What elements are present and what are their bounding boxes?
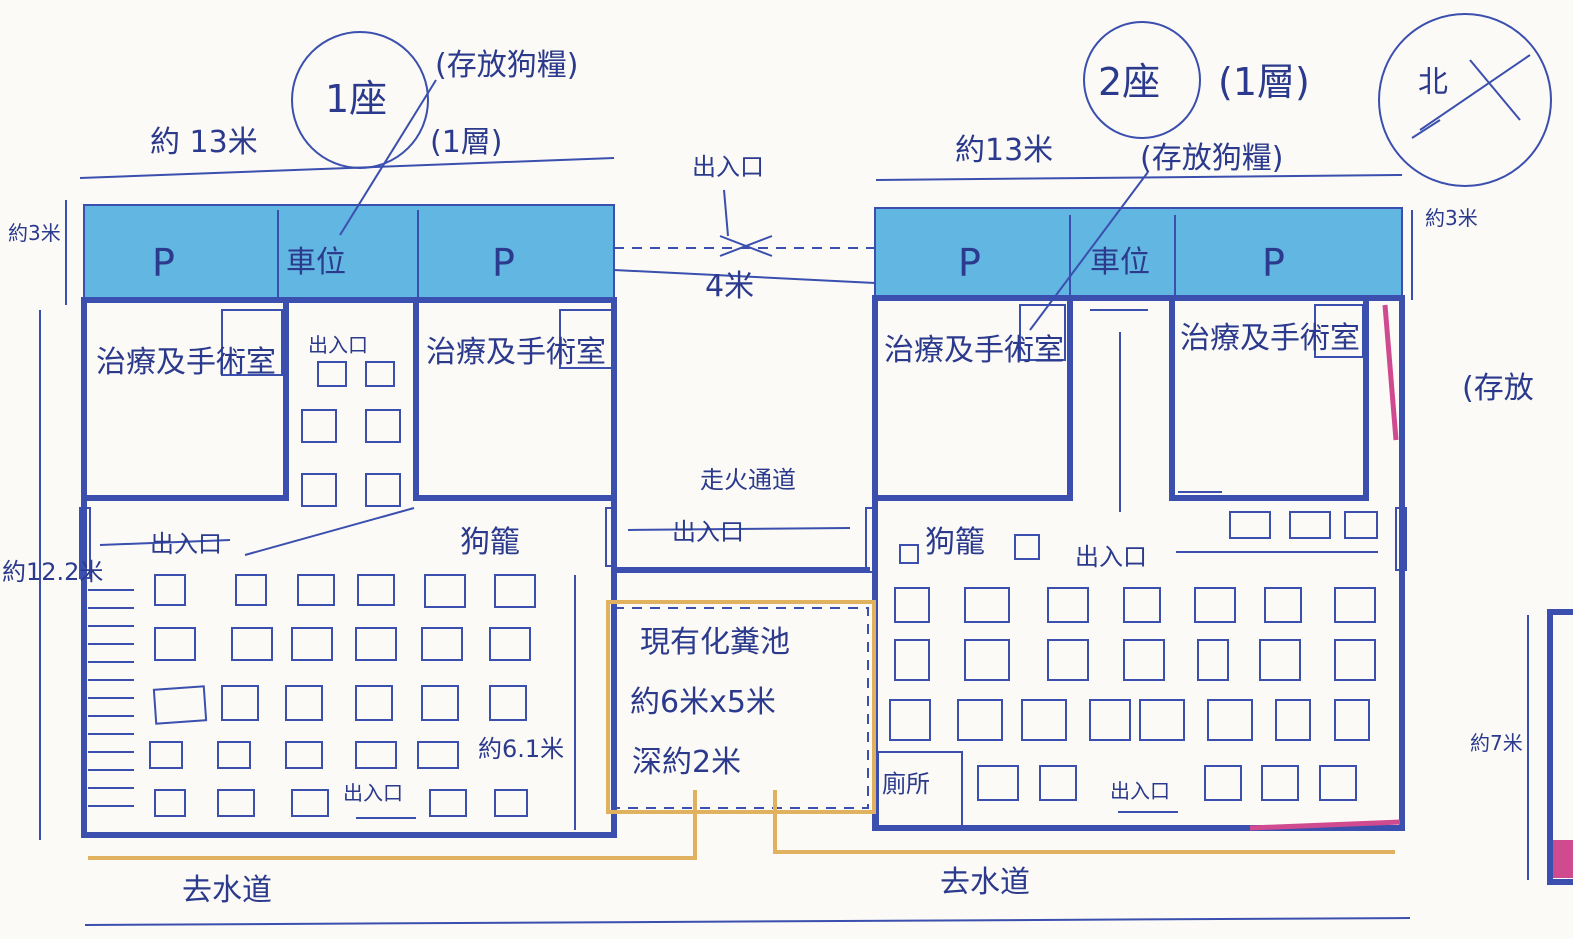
height-label-left: 約3米 xyxy=(8,221,61,245)
parking-label-2a: P xyxy=(958,241,981,285)
walkway-label: 走火通道 xyxy=(700,466,796,494)
drain-left xyxy=(88,790,697,860)
building-1-label: 1座 xyxy=(325,77,387,121)
entrance-label-3: 出入口 xyxy=(672,518,744,546)
building-2-parking-outline xyxy=(874,207,1403,299)
storage-label-1: (存放狗糧) xyxy=(435,48,578,83)
treatment-room-1a xyxy=(81,297,289,501)
dog-cage-label-1: 狗籠 xyxy=(460,525,520,560)
kennels-building-1 xyxy=(149,361,536,817)
stairs xyxy=(88,589,134,807)
adjacent-structure xyxy=(1547,609,1573,885)
treatment-room-1b xyxy=(413,297,617,501)
treatment-room-label-2a: 治療及手術室 xyxy=(884,333,1064,368)
car-space-label-2: 車位 xyxy=(1090,245,1150,280)
treatment-room-label-2b: 治療及手術室 xyxy=(1180,321,1360,356)
car-space-label-1: 車位 xyxy=(286,245,346,280)
septic-label-2: 約6米x5米 xyxy=(630,685,776,720)
entrance-label-4: 出入口 xyxy=(1075,543,1147,571)
parking-label-1b: P xyxy=(492,241,515,285)
treatment-room-2b xyxy=(1169,295,1369,501)
kennels-building-2 xyxy=(889,511,1378,801)
entrance-label-6: 出入口 xyxy=(1110,779,1170,803)
floor-label-1: (1層) xyxy=(430,125,503,160)
septic-label-1: 現有化糞池 xyxy=(640,625,790,660)
building-2-circle xyxy=(1083,21,1201,139)
compass-icon xyxy=(1378,13,1552,187)
compass-north-label: 北 xyxy=(1418,65,1448,100)
drain-right xyxy=(773,790,1395,854)
storage-label-right: (存放 xyxy=(1462,371,1534,406)
floor-label-2: (1層) xyxy=(1218,60,1310,104)
building-1-circle xyxy=(291,31,429,169)
storage-label-2: (存放狗糧) xyxy=(1140,141,1283,176)
drain-label-2: 去水道 xyxy=(940,865,1030,900)
entrance-label-2: 出入口 xyxy=(150,530,222,558)
entrance-label-1: 出入口 xyxy=(308,333,368,357)
treatment-room-2a xyxy=(872,295,1073,501)
drain-label-1: 去水道 xyxy=(182,873,272,908)
dog-cage-label-2: 狗籠 xyxy=(925,525,985,560)
parking-label-1a: P xyxy=(152,241,175,285)
treatment-room-label-1b: 治療及手術室 xyxy=(426,335,606,370)
toilet-label: 廁所 xyxy=(882,770,930,798)
gap-width-label: 4米 xyxy=(705,269,754,304)
septic-label-3: 深約2米 xyxy=(632,745,741,780)
entrance-label-5: 出入口 xyxy=(343,781,403,805)
cage-depth-label: 約6.1米 xyxy=(478,735,564,763)
toilet-room xyxy=(877,751,963,829)
building-2-label: 2座 xyxy=(1098,60,1160,104)
septic-tank xyxy=(613,607,869,809)
width-label-1: 約 13米 xyxy=(150,125,258,160)
width-label-2: 約13米 xyxy=(955,133,1053,168)
right-edge-label: 約7米 xyxy=(1470,731,1523,755)
top-entrance-label: 出入口 xyxy=(692,153,764,181)
parking-label-2b: P xyxy=(1262,241,1285,285)
depth-label-left: 約12.2米 xyxy=(2,558,103,586)
height-label-right: 約3米 xyxy=(1425,206,1478,230)
parking-strip-2 xyxy=(875,208,1402,298)
treatment-room-label-1a: 治療及手術室 xyxy=(96,345,276,380)
building-1-parking-outline xyxy=(83,204,615,301)
